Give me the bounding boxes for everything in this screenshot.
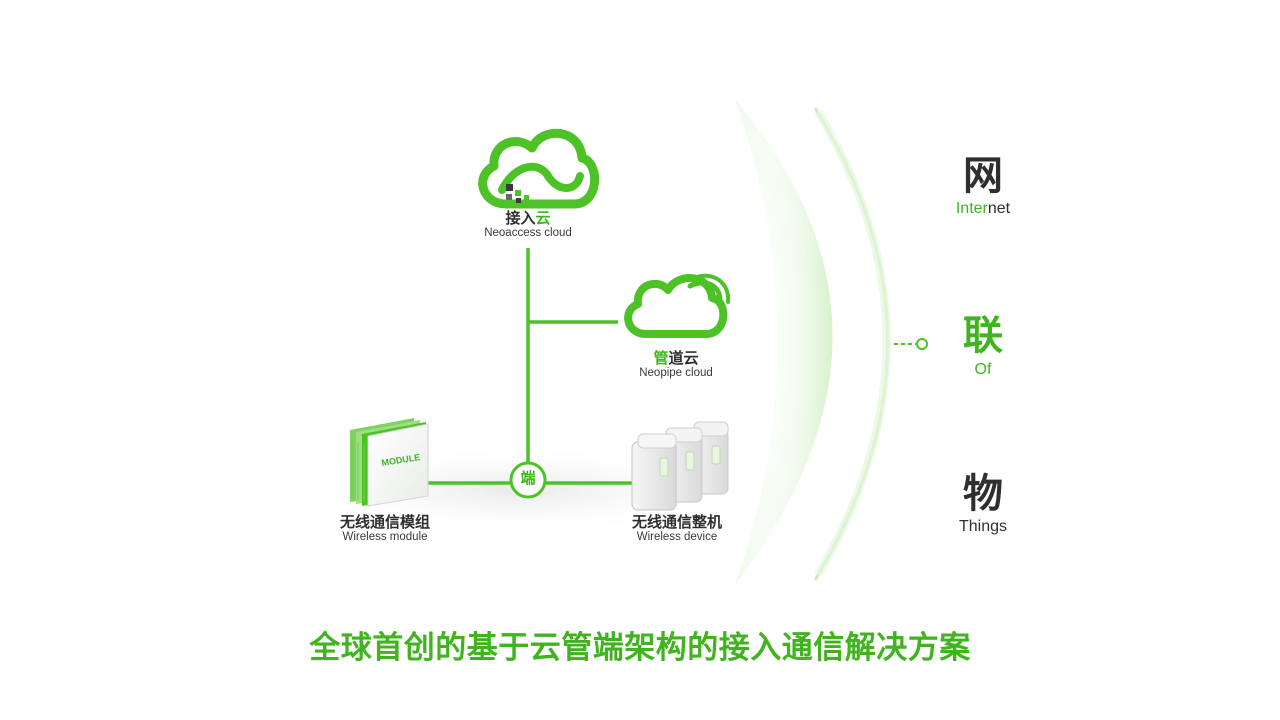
- of-cn: 联: [963, 313, 1003, 359]
- internet-en: Internet: [923, 200, 1043, 218]
- access-cloud-cn: 接入: [505, 209, 536, 227]
- glow-arc: [735, 100, 891, 585]
- terminal-hub-label: 端: [520, 469, 536, 487]
- pipe-cloud-label: 管道云 Neopipe cloud: [616, 350, 736, 379]
- wireless-device-en: Wireless device: [636, 530, 718, 543]
- pipe-cloud-en: Neopipe cloud: [639, 366, 713, 379]
- wireless-device-label: 无线通信整机 Wireless device: [614, 514, 740, 543]
- internet-cn: 网: [963, 153, 1003, 199]
- things-cn: 物: [963, 471, 1003, 517]
- wireless-device-image: [631, 421, 729, 511]
- wireless-device-cn: 无线通信整机: [631, 513, 722, 531]
- headline: 全球首创的基于云管端架构的接入通信解决方案: [309, 630, 971, 666]
- connector-lines: [425, 248, 633, 485]
- pipe-cloud-icon: [624, 273, 731, 338]
- internet-en-rest: net: [987, 200, 1011, 217]
- terminal-hub: [509, 461, 547, 499]
- pipe-cloud-cn-accent: 管: [653, 349, 669, 367]
- internet-en-accent: Inter: [955, 200, 988, 217]
- access-cloud-icon: [478, 128, 599, 209]
- iot-connector: [894, 338, 928, 350]
- wireless-module-en: Wireless module: [342, 530, 428, 543]
- wireless-module-cn: 无线通信模组: [339, 513, 430, 531]
- access-cloud-en: Neoaccess cloud: [484, 226, 572, 239]
- of-en: Of: [974, 361, 992, 378]
- access-cloud-cn-accent: 云: [535, 209, 551, 227]
- pipe-cloud-cn: 道云: [668, 349, 699, 367]
- module-stack-image: [350, 418, 429, 507]
- wireless-module-label: 无线通信模组 Wireless module: [322, 514, 448, 543]
- things-en: Things: [958, 518, 1008, 535]
- access-cloud-label: 接入云 Neoaccess cloud: [468, 210, 588, 239]
